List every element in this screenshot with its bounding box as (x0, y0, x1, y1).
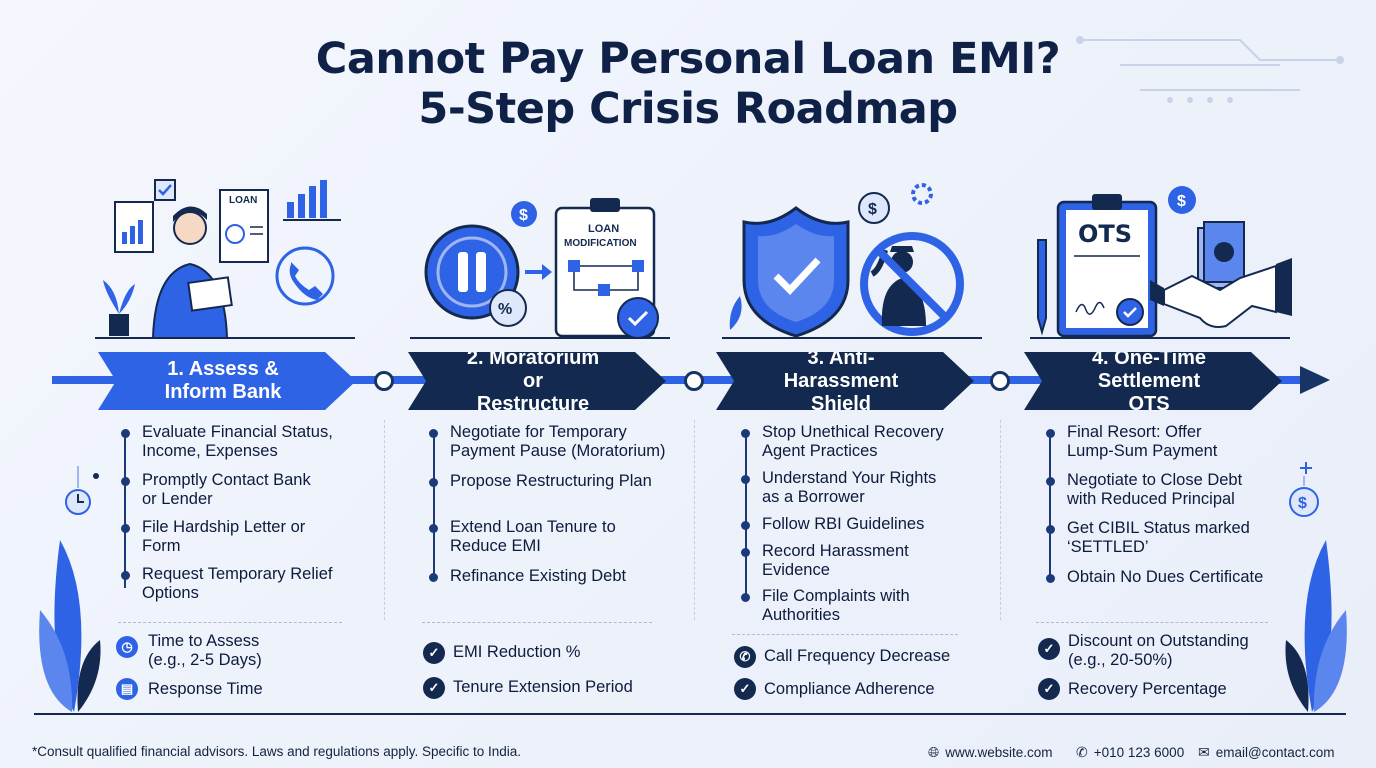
ots-illustration: OTS $ (1030, 186, 1292, 339)
step-4-metric: Recovery Percentage (1068, 680, 1227, 698)
website-text: www.website.com (945, 745, 1053, 760)
disclaimer: *Consult qualified financial advisors. L… (32, 744, 522, 759)
phone-icon: ✆ (1076, 744, 1088, 760)
loan-mod-label-1: LOAN (588, 223, 619, 235)
ots-doc-label: OTS (1078, 220, 1132, 248)
check-circle-icon: ✓ (423, 677, 445, 699)
dollar-decoration: $ (1289, 462, 1319, 517)
dollar-icon: $ (519, 207, 528, 224)
step-2-metric: Tenure Extension Period (453, 678, 633, 696)
footer-website[interactable]: 🌐︎ www.website.com (928, 744, 1053, 761)
timeline-node (684, 371, 704, 391)
mail-icon: ✉ (1198, 744, 1210, 760)
step-2-metric: EMI Reduction % (453, 643, 581, 661)
left-plant-decoration (39, 540, 101, 712)
metrics-divider (732, 634, 958, 635)
step-3-bullet: File Complaints with Authorities (741, 587, 986, 625)
clock-decoration (65, 466, 99, 515)
globe-icon: 🌐︎ (928, 744, 940, 760)
metrics-divider (1036, 622, 1268, 623)
right-plant-decoration (1285, 540, 1347, 712)
step-2-bullet: Propose Restructuring Plan (429, 472, 678, 491)
metrics-divider (118, 622, 342, 623)
email-text: email@contact.com (1215, 745, 1335, 760)
title-line-2: 5-Step Crisis Roadmap (418, 84, 958, 134)
title-line-1: Cannot Pay Personal Loan EMI? (315, 34, 1061, 84)
column-divider (1000, 420, 1001, 620)
step-1-bullet: File Hardship Letter or Form (121, 518, 368, 556)
step-1-bullet: Request Temporary Relief Options (121, 565, 368, 603)
step-4-bullet: Obtain No Dues Certificate (1046, 568, 1286, 587)
step-4-bullet: Negotiate to Close Debt with Reduced Pri… (1046, 471, 1286, 509)
check-circle-icon: ✓ (734, 678, 756, 700)
svg-text:$: $ (868, 201, 877, 218)
step-3-bullet: Record Harassment Evidence (741, 542, 986, 580)
bullet-line (745, 432, 747, 598)
step-3-card: Stop Unethical Recovery Agent Practices … (716, 418, 986, 712)
column-divider (384, 420, 385, 620)
step-1-card: Evaluate Financial Status, Income, Expen… (98, 418, 368, 712)
timeline-node (990, 371, 1010, 391)
assess-illustration: LOAN (95, 179, 355, 339)
check-circle-icon: ✓ (1038, 638, 1060, 660)
column-divider (694, 420, 695, 620)
loan-mod-label-2: MODIFICATION (564, 238, 637, 249)
bullet-line (433, 432, 435, 578)
step-2-bullet: Extend Loan Tenure to Reduce EMI (429, 518, 678, 556)
svg-text:$: $ (1177, 193, 1186, 210)
loan-doc-label: LOAN (229, 195, 257, 206)
step-1-bullet: Promptly Contact Bank or Lender (121, 471, 368, 509)
step-4-bullet: Get CIBIL Status marked ‘SETTLED’ (1046, 519, 1286, 557)
step-1-metric: Time to Assess (e.g., 2-5 Days) (148, 632, 262, 669)
footer-divider (34, 713, 1346, 715)
bullet-line (124, 432, 126, 588)
calendar-icon: ▤ (116, 678, 138, 700)
footer-email[interactable]: ✉ email@contact.com (1198, 744, 1334, 761)
timeline-line (52, 376, 1314, 384)
step-4-card: Final Resort: Offer Lump-Sum Payment Neg… (1024, 418, 1286, 712)
timeline-arrow-head (1300, 366, 1330, 394)
timeline-node (374, 371, 394, 391)
step-1-bullet: Evaluate Financial Status, Income, Expen… (121, 423, 368, 461)
bullet-line (1049, 432, 1051, 578)
svg-text:%: % (498, 301, 512, 318)
step-3-bullet: Stop Unethical Recovery Agent Practices (741, 423, 986, 461)
page-title: Cannot Pay Personal Loan EMI? 5-Step Cri… (0, 34, 1376, 134)
check-circle-icon: ✓ (1038, 678, 1060, 700)
svg-text:$: $ (1298, 495, 1307, 512)
shield-illustration: $ (722, 183, 982, 339)
metrics-divider (422, 622, 652, 623)
step-3-metric: Compliance Adherence (764, 680, 935, 698)
step-3-bullet: Follow RBI Guidelines (741, 515, 986, 534)
clock-icon: ◷ (116, 636, 138, 658)
phone-text: +010 123 6000 (1093, 745, 1185, 760)
footer-phone[interactable]: ✆ +010 123 6000 (1076, 744, 1184, 761)
step-2-bullet: Negotiate for Temporary Payment Pause (M… (429, 423, 678, 461)
step-3-bullet: Understand Your Rights as a Borrower (741, 469, 986, 507)
step-2-bullet: Refinance Existing Debt (429, 567, 678, 586)
step-4-metric: Discount on Outstanding (e.g., 20-50%) (1068, 632, 1249, 669)
step-3-metric: Call Frequency Decrease (764, 647, 951, 665)
step-1-metric: Response Time (148, 680, 263, 698)
check-circle-icon: ✓ (423, 642, 445, 664)
step-4-bullet: Final Resort: Offer Lump-Sum Payment (1046, 423, 1286, 461)
phone-icon: ✆ (734, 646, 756, 668)
circuit-decoration (1076, 36, 1344, 103)
step-2-card: Negotiate for Temporary Payment Pause (M… (408, 418, 678, 712)
moratorium-illustration: $ % LOAN MODIFICATION (410, 198, 670, 339)
step-1-banner: 1. Assess &Inform Bank (98, 352, 356, 410)
